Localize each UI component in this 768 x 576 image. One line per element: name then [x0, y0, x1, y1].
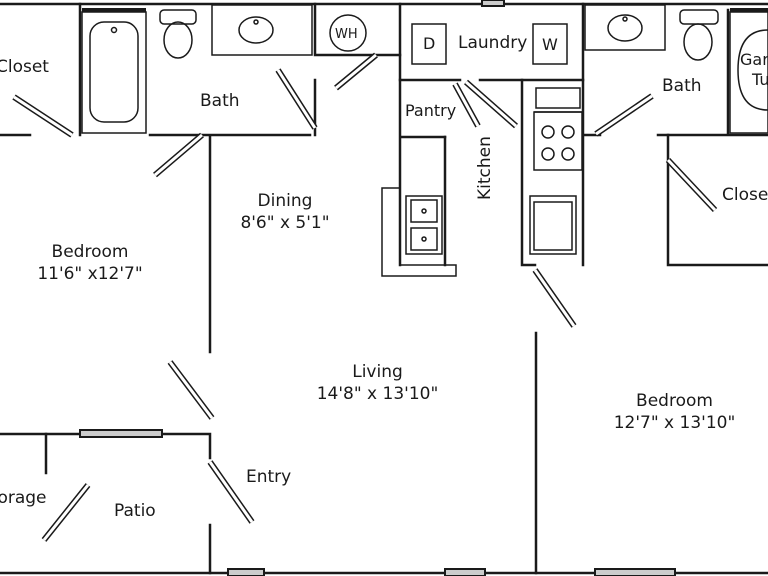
dryer-label: D	[423, 34, 436, 53]
room-label-bath-left: Bath	[200, 91, 240, 111]
wall-bath-left-bottom	[148, 133, 312, 354]
room-label-closet-right: Closet	[722, 185, 768, 205]
window-patio	[79, 429, 163, 438]
water-heater	[329, 14, 367, 52]
living-size: 14'8" x 13'10"	[316, 384, 439, 404]
room-label-dining: Dining 8'6" x 5'1"	[240, 190, 330, 234]
kitchen-counter	[381, 187, 457, 277]
room-label-storage: Storage	[0, 488, 47, 508]
wall-bath-wh	[313, 2, 402, 57]
toilet-left	[159, 9, 197, 25]
window-top	[481, 0, 505, 7]
washer	[532, 23, 568, 65]
window-living-2	[444, 568, 486, 576]
room-label-pantry: Pantry	[405, 101, 457, 120]
bedroom-left-size: 11'6" x12'7"	[37, 264, 143, 284]
room-label-entry: Entry	[246, 467, 292, 487]
room-label-bath-right: Bath	[662, 76, 702, 96]
dining-size: 8'6" x 5'1"	[240, 213, 330, 233]
room-label-laundry: Laundry	[458, 33, 528, 53]
bedroom-right-name: Bedroom	[636, 391, 713, 411]
wall-closet-left	[0, 2, 82, 137]
room-label-closet-left: Closet	[0, 57, 49, 77]
refrigerator	[529, 195, 577, 255]
living-name: Living	[352, 362, 403, 382]
washer-label: W	[542, 35, 558, 54]
room-label-bedroom-right: Bedroom 12'7" x 13'10"	[602, 390, 747, 434]
dryer	[411, 23, 447, 65]
dining-name: Dining	[257, 191, 313, 211]
kitchen-sink	[405, 195, 443, 255]
room-label-garden-tub: GardenTub	[740, 50, 768, 89]
bedroom-left-name: Bedroom	[51, 242, 129, 262]
room-label-bedroom-left: Bedroom 11'6" x12'7"	[20, 241, 160, 285]
toilet-right	[679, 9, 719, 25]
wall-laundry	[398, 2, 585, 82]
wh-label: WH	[335, 27, 358, 42]
bedroom-right-size: 12'7" x 13'10"	[613, 413, 736, 433]
range	[533, 111, 583, 171]
room-label-patio: Patio	[114, 501, 156, 521]
room-label-kitchen: Kitchen	[475, 136, 495, 200]
window-bedroom-right	[594, 568, 676, 576]
wall-closet-right	[666, 133, 768, 267]
sink-left	[211, 4, 313, 56]
window-living-1	[227, 568, 265, 576]
room-label-living: Living 14'8" x 13'10"	[305, 361, 450, 405]
sink-right	[584, 4, 666, 51]
